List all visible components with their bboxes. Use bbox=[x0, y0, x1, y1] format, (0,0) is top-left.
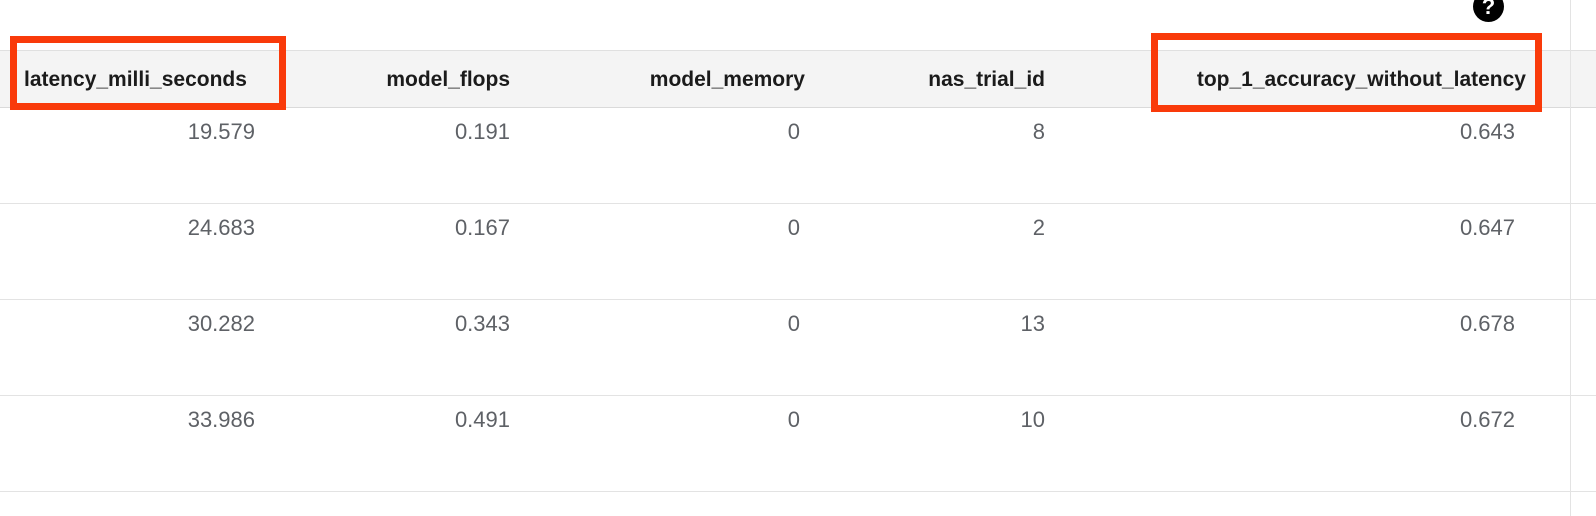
cell-model-memory: 0 bbox=[787, 311, 800, 336]
cell-nas-trial-id: 2 bbox=[1032, 215, 1045, 240]
help-circle-icon[interactable]: ? bbox=[1473, 0, 1504, 22]
cell-top-1-accuracy-without-latency: 0.647 bbox=[1459, 215, 1515, 240]
cell-top-1-accuracy-without-latency: 0.643 bbox=[1459, 119, 1515, 144]
column-header-top-1-accuracy-without-latency[interactable]: top_1_accuracy_without_latency bbox=[1196, 68, 1526, 91]
column-separator-top bbox=[1570, 0, 1571, 50]
cell-model-flops: 0.491 bbox=[454, 407, 510, 432]
column-header-model-memory[interactable]: model_memory bbox=[649, 68, 805, 91]
table-row[interactable]: 33.986 0.491 0 10 0.672 bbox=[0, 396, 1596, 492]
cell-model-flops: 0.167 bbox=[454, 215, 510, 240]
cell-nas-trial-id: 8 bbox=[1032, 119, 1045, 144]
cell-model-memory: 0 bbox=[787, 119, 800, 144]
table-header-row: latency_milli_seconds model_flops model_me… bbox=[0, 50, 1596, 108]
column-header-model-flops[interactable]: model_flops bbox=[386, 68, 510, 91]
table-row[interactable]: 30.282 0.343 0 13 0.678 bbox=[0, 300, 1596, 396]
cell-model-flops: 0.191 bbox=[454, 119, 510, 144]
cell-model-flops: 0.343 bbox=[454, 311, 510, 336]
cell-nas-trial-id: 10 bbox=[1020, 407, 1045, 432]
cell-latency-milli-seconds: 30.282 bbox=[187, 311, 255, 336]
table-row[interactable]: 24.683 0.167 0 2 0.647 bbox=[0, 204, 1596, 300]
column-header-nas-trial-id[interactable]: nas_trial_id bbox=[928, 68, 1045, 91]
column-separator bbox=[1570, 50, 1571, 516]
cell-latency-milli-seconds: 33.986 bbox=[187, 407, 255, 432]
cell-latency-milli-seconds: 24.683 bbox=[187, 215, 255, 240]
cell-top-1-accuracy-without-latency: 0.672 bbox=[1459, 407, 1515, 432]
cell-model-memory: 0 bbox=[787, 407, 800, 432]
cell-model-memory: 0 bbox=[787, 215, 800, 240]
table-body: 19.579 0.191 0 8 0.643 24.683 0.167 0 2 0.647 30.2… bbox=[0, 108, 1596, 516]
table-toolbar-strip: ? bbox=[0, 0, 1596, 50]
cell-latency-milli-seconds: 19.579 bbox=[187, 119, 255, 144]
cell-top-1-accuracy-without-latency: 0.678 bbox=[1459, 311, 1515, 336]
cell-nas-trial-id: 13 bbox=[1020, 311, 1045, 336]
table-row[interactable]: 19.579 0.191 0 8 0.643 bbox=[0, 108, 1596, 204]
column-header-latency-milli-seconds[interactable]: latency_milli_seconds bbox=[24, 68, 247, 91]
